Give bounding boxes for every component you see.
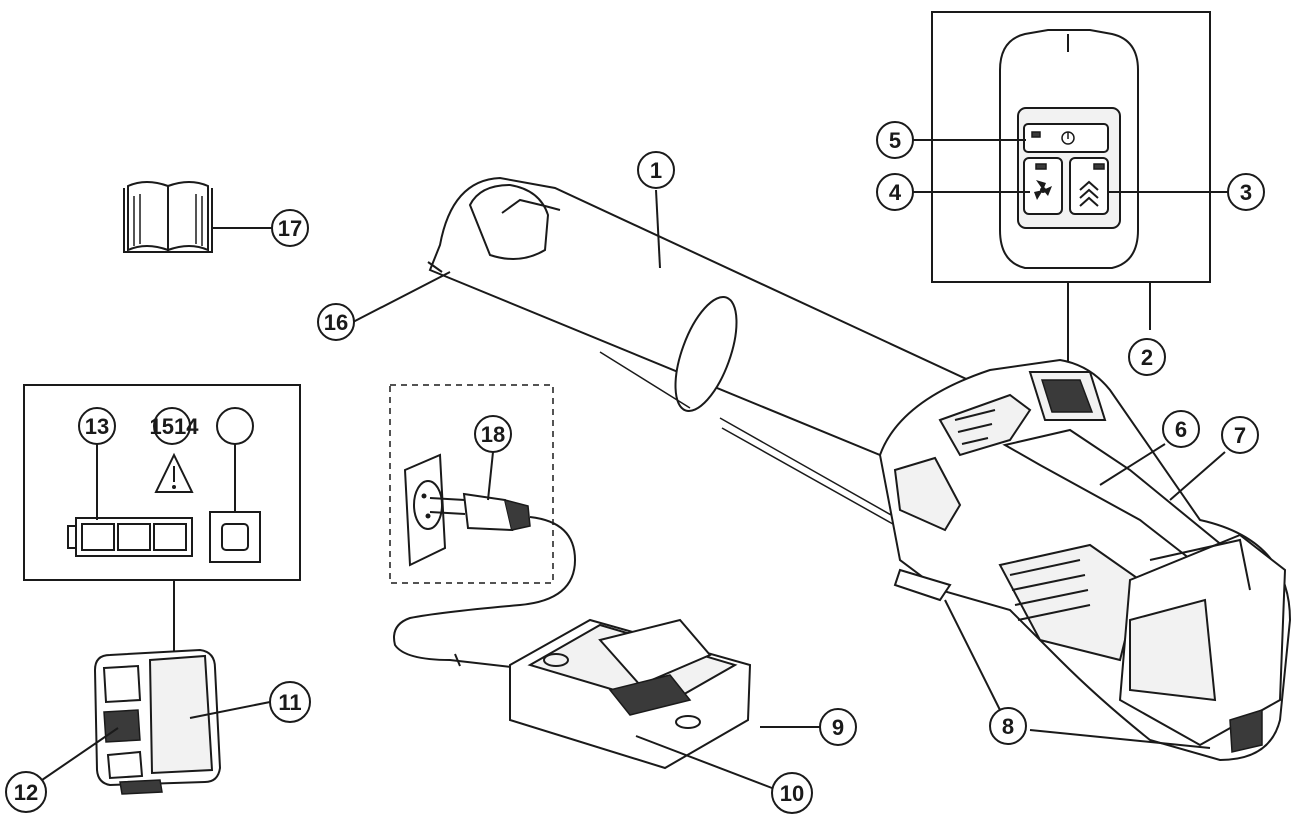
power-icon bbox=[1061, 131, 1075, 145]
battery-pack bbox=[41, 648, 271, 795]
svg-text:1514: 1514 bbox=[150, 414, 200, 439]
svg-text:5: 5 bbox=[889, 128, 901, 153]
callout-8: 8 bbox=[989, 707, 1027, 745]
callout-5: 5 bbox=[876, 121, 1026, 159]
svg-text:8: 8 bbox=[1002, 714, 1014, 739]
callout-2: 2 bbox=[1128, 338, 1166, 376]
callout-13: 13 bbox=[78, 407, 116, 445]
callout-4: 4 bbox=[876, 173, 1030, 211]
callout-12: 12 bbox=[5, 771, 47, 813]
svg-text:10: 10 bbox=[780, 781, 804, 806]
callout-16: 16 bbox=[317, 303, 355, 341]
callout-10: 10 bbox=[771, 772, 813, 814]
blower-body bbox=[878, 358, 1292, 762]
svg-text:12: 12 bbox=[14, 780, 38, 805]
callout-15-14: 1514 bbox=[150, 407, 254, 445]
svg-text:16: 16 bbox=[324, 310, 348, 335]
charger bbox=[393, 516, 820, 789]
battery-indicator-inset bbox=[23, 384, 301, 660]
callout-9: 9 bbox=[819, 708, 857, 746]
warning-icon bbox=[154, 452, 194, 493]
boost-button[interactable] bbox=[1069, 157, 1109, 215]
svg-text:18: 18 bbox=[481, 422, 505, 447]
control-panel-inset bbox=[931, 11, 1211, 370]
svg-text:4: 4 bbox=[889, 180, 902, 205]
boost-icon bbox=[1079, 180, 1099, 207]
svg-text:1: 1 bbox=[650, 158, 662, 183]
manual-book-icon bbox=[123, 181, 272, 253]
fan-speed-icon bbox=[1034, 180, 1052, 200]
svg-text:6: 6 bbox=[1175, 417, 1187, 442]
svg-text:3: 3 bbox=[1240, 180, 1252, 205]
battery-check-button[interactable] bbox=[209, 511, 261, 563]
svg-text:11: 11 bbox=[278, 690, 301, 715]
callout-11: 11 bbox=[269, 681, 311, 723]
svg-text:2: 2 bbox=[1141, 345, 1153, 370]
svg-text:17: 17 bbox=[278, 216, 302, 241]
callout-3: 3 bbox=[1108, 173, 1265, 211]
callout-6: 6 bbox=[1162, 410, 1200, 448]
power-button[interactable] bbox=[1023, 123, 1109, 153]
svg-text:13: 13 bbox=[85, 414, 109, 439]
callout-17: 17 bbox=[271, 209, 309, 247]
svg-text:7: 7 bbox=[1234, 423, 1246, 448]
svg-text:9: 9 bbox=[832, 715, 844, 740]
battery-gauge-icon bbox=[67, 517, 193, 557]
callout-18: 18 bbox=[474, 415, 512, 453]
callout-7: 7 bbox=[1221, 416, 1259, 454]
callout-1: 1 bbox=[637, 151, 675, 189]
wall-socket bbox=[389, 384, 554, 584]
power-plug-icon bbox=[429, 451, 531, 532]
